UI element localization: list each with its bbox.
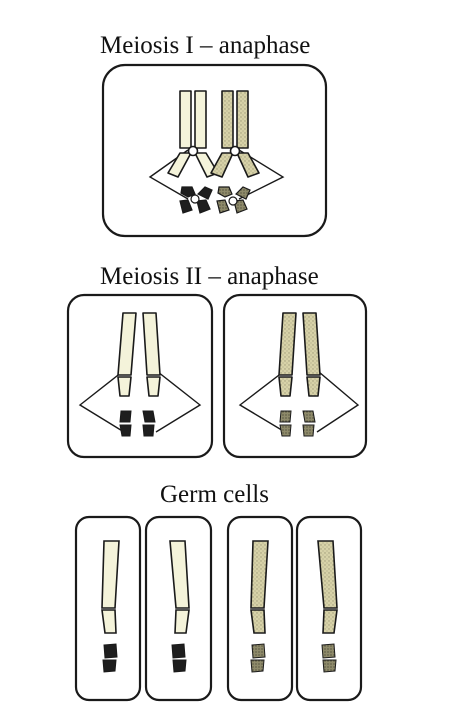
- germ-cell-2: [144, 515, 213, 702]
- meiosis-1-spindle: [148, 149, 285, 200]
- chromatid-dark-1: [221, 90, 234, 149]
- centromere-1: [187, 145, 199, 157]
- germ-cell-4: [295, 515, 363, 702]
- meiosis-2-left-spindle: [78, 371, 202, 433]
- chromatid-light-2: [194, 90, 207, 149]
- germ-cell-3: [226, 515, 294, 702]
- meiosis-2-cell-right: [222, 293, 368, 459]
- meiosis-2-right-centromeres: [279, 410, 316, 437]
- chromatid-dark-2: [236, 90, 249, 149]
- chromatid-light-1: [179, 90, 192, 149]
- meiosis-2-right-chromatids: [278, 312, 321, 397]
- meiosis-1-chromosomes: [167, 90, 260, 178]
- germ-cells-heading: Germ cells: [160, 481, 269, 508]
- chromatid-dark-4: [236, 152, 260, 178]
- meiosis-2-heading: Meiosis II – anaphase: [100, 263, 319, 290]
- chromatid-light-3: [167, 152, 192, 178]
- meiosis-1-cell: [101, 63, 328, 238]
- meiosis-1-clover-left: [179, 186, 213, 214]
- chromatid-dark-3: [210, 152, 234, 178]
- centromere-2: [229, 145, 241, 157]
- germ-cell-1: [74, 515, 142, 702]
- meiosis-2-right-spindle: [238, 371, 360, 433]
- meiosis-1-clover-right: [216, 186, 251, 214]
- meiosis-1-heading: Meiosis I – anaphase: [100, 32, 311, 59]
- meiosis-2-cell-left: [66, 293, 214, 459]
- meiosis-2-left-centromeres: [119, 410, 156, 437]
- meiosis-2-left-chromatids: [117, 312, 161, 397]
